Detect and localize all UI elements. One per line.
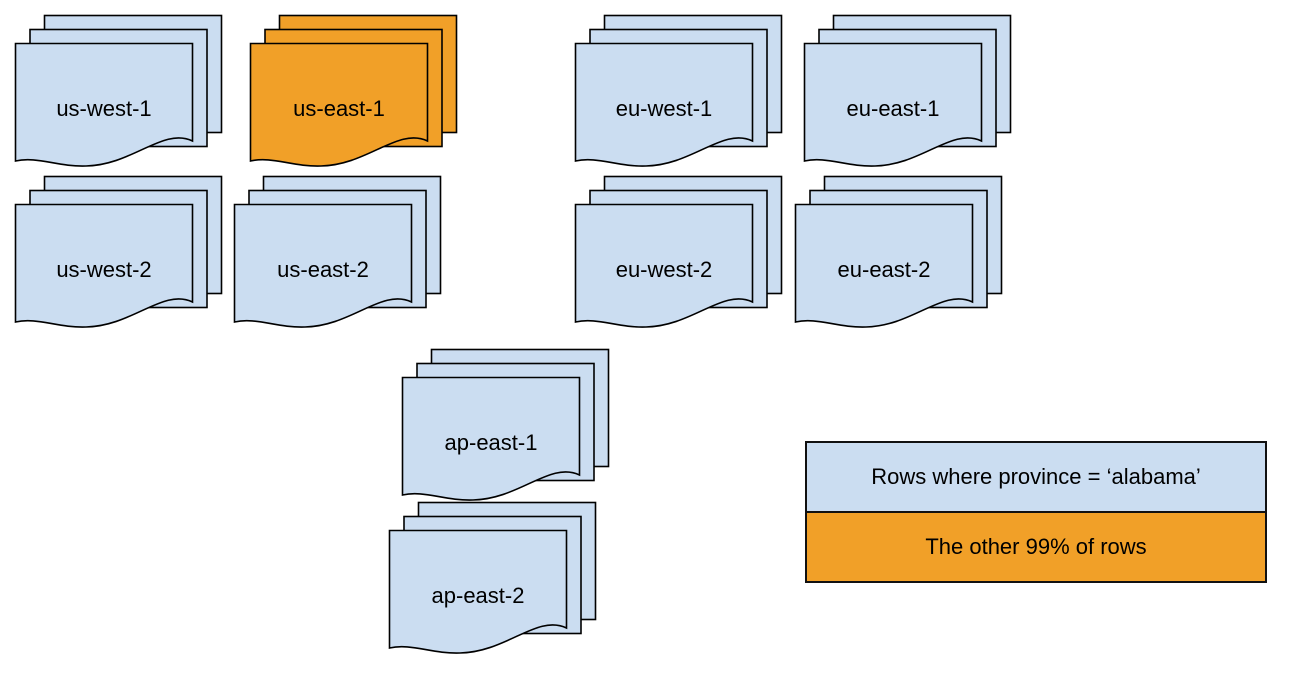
document-sheet-front xyxy=(803,42,983,167)
stack-label: eu-east-2 xyxy=(838,257,931,282)
stack-label: us-east-1 xyxy=(293,96,385,121)
document-stack-eu-east-1: eu-east-1 xyxy=(802,14,1012,170)
document-sheet-front xyxy=(574,42,754,167)
document-sheet-front xyxy=(249,42,429,167)
document-stack-eu-west-1: eu-west-1 xyxy=(573,14,783,170)
multi-document-shape: us-east-1 xyxy=(249,14,458,167)
legend-item-other-rows: The other 99% of rows xyxy=(807,511,1265,581)
multi-document-shape: eu-west-2 xyxy=(574,175,783,328)
multi-document-shape: eu-east-1 xyxy=(803,14,1012,167)
legend: Rows where province = ‘alabama’ The othe… xyxy=(805,441,1267,583)
document-stack-us-west-1: us-west-1 xyxy=(13,14,223,170)
stack-label: ap-east-1 xyxy=(445,430,538,455)
multi-document-shape: eu-west-1 xyxy=(574,14,783,167)
stack-label: eu-east-1 xyxy=(847,96,940,121)
stack-label: ap-east-2 xyxy=(432,583,525,608)
multi-document-shape: ap-east-1 xyxy=(401,348,610,501)
multi-document-shape: us-west-1 xyxy=(14,14,223,167)
document-stack-us-east-2: us-east-2 xyxy=(232,175,442,331)
multi-document-shape: us-east-2 xyxy=(233,175,442,328)
document-sheet-front xyxy=(574,203,754,328)
stack-label: eu-west-1 xyxy=(616,96,713,121)
legend-item-label: The other 99% of rows xyxy=(925,534,1147,559)
document-sheet-front xyxy=(14,42,194,167)
document-stack-eu-east-2: eu-east-2 xyxy=(793,175,1003,331)
document-sheet-front xyxy=(388,529,568,654)
legend-item-label: Rows where province = ‘alabama’ xyxy=(871,464,1201,489)
document-stack-ap-east-1: ap-east-1 xyxy=(400,348,610,504)
legend-item-alabama-rows: Rows where province = ‘alabama’ xyxy=(807,443,1265,511)
document-sheet-front xyxy=(401,376,581,501)
document-stack-eu-west-2: eu-west-2 xyxy=(573,175,783,331)
stack-label: us-west-2 xyxy=(56,257,151,282)
document-sheet-front xyxy=(233,203,413,328)
multi-document-shape: ap-east-2 xyxy=(388,501,597,654)
multi-document-shape: eu-east-2 xyxy=(794,175,1003,328)
multi-document-shape: us-west-2 xyxy=(14,175,223,328)
stack-label: us-east-2 xyxy=(277,257,369,282)
document-sheet-front xyxy=(14,203,194,328)
document-stack-ap-east-2: ap-east-2 xyxy=(387,501,597,657)
stack-label: us-west-1 xyxy=(56,96,151,121)
stack-label: eu-west-2 xyxy=(616,257,713,282)
document-stack-us-east-1: us-east-1 xyxy=(248,14,458,170)
document-stack-us-west-2: us-west-2 xyxy=(13,175,223,331)
document-sheet-front xyxy=(794,203,974,328)
